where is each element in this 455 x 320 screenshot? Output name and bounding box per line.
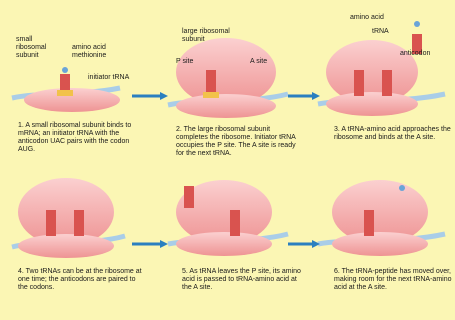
anticodon-block bbox=[203, 92, 219, 98]
a-site-trna bbox=[382, 70, 392, 96]
a-site-trna bbox=[74, 210, 84, 236]
small-ribosomal-subunit bbox=[176, 94, 276, 118]
anticodon-block bbox=[57, 90, 73, 96]
small-ribosomal-subunit bbox=[18, 234, 114, 258]
label-initiator-trna: initiator tRNA bbox=[88, 74, 129, 82]
a-site-trna bbox=[230, 210, 240, 236]
label-methionine: amino acid methionine bbox=[72, 44, 106, 60]
label-trna: tRNA bbox=[372, 28, 389, 36]
p-site-trna bbox=[46, 210, 56, 236]
arrow-head bbox=[312, 92, 320, 100]
label-p-site: P site bbox=[176, 58, 193, 66]
step-2-illustration bbox=[168, 38, 288, 118]
label-amino-acid: amino acid bbox=[350, 14, 384, 22]
methionine-amino-acid bbox=[62, 67, 68, 73]
step-2-caption: 2. The large ribosomal subunit completes… bbox=[176, 126, 302, 158]
step-4-illustration bbox=[12, 178, 125, 258]
incoming-amino-acid bbox=[399, 185, 405, 191]
step-5-illustration bbox=[168, 180, 288, 256]
label-anticodon: anticodon bbox=[400, 50, 430, 58]
label-small-subunit: small ribosomal subunit bbox=[16, 36, 46, 60]
small-ribosomal-subunit bbox=[176, 232, 272, 256]
small-ribosomal-subunit bbox=[332, 232, 428, 256]
label-large-subunit: large ribosomal subunit bbox=[182, 28, 230, 44]
label-a-site: A site bbox=[250, 58, 267, 66]
step-1-caption: 1. A small ribosomal subunit binds to mR… bbox=[18, 122, 144, 154]
arrow-head bbox=[312, 240, 320, 248]
step-4-caption: 4. Two tRNAs can be at the ribosome at o… bbox=[18, 268, 144, 292]
step-3-caption: 3. A tRNA-amino acid approaches the ribo… bbox=[334, 126, 455, 142]
departing-trna bbox=[184, 186, 194, 208]
p-site-trna bbox=[364, 210, 374, 236]
small-ribosomal-subunit bbox=[326, 92, 418, 116]
step-5-caption: 5. As tRNA leaves the P site, its amino … bbox=[182, 268, 308, 292]
arrow-head bbox=[160, 92, 168, 100]
step-6-illustration bbox=[318, 180, 445, 256]
p-site-trna bbox=[354, 70, 364, 96]
step-6-caption: 6. The tRNA-peptide has moved over, maki… bbox=[334, 268, 455, 292]
arrow-head bbox=[160, 240, 168, 248]
incoming-amino-acid bbox=[414, 21, 420, 27]
